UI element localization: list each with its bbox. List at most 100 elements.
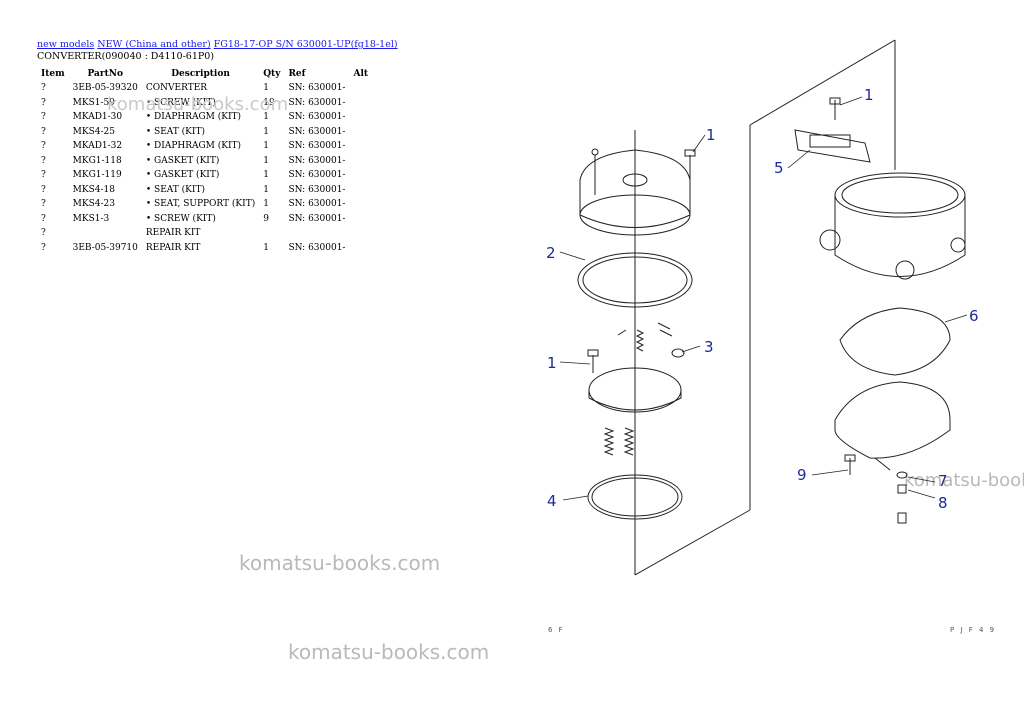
item-cell: ? <box>41 213 46 224</box>
item-cell: ? <box>41 83 46 94</box>
leader-line <box>907 476 936 483</box>
leader-line <box>562 495 589 501</box>
item-cell: ? <box>41 155 46 166</box>
alt-cell <box>349 168 372 183</box>
page-code-left: 6 F <box>548 626 565 634</box>
alt-cell <box>349 212 372 227</box>
item-cell: ? <box>41 126 46 137</box>
callout-label: 7 <box>938 472 948 490</box>
gasket-part <box>587 474 683 520</box>
callout-label: 9 <box>797 466 807 484</box>
partno-cell: MKS4-18 <box>72 184 115 195</box>
table-row: ?REPAIR KIT <box>37 226 372 241</box>
item-cell: ? <box>41 228 46 239</box>
breadcrumb-link-new-china[interactable]: NEW (China and other) <box>97 39 211 50</box>
breadcrumb-link-new-models[interactable]: new models <box>37 39 95 50</box>
callout-label: 1 <box>547 354 557 372</box>
qty-cell <box>259 226 284 241</box>
frame-line <box>634 509 751 576</box>
callout-label: 3 <box>704 338 714 356</box>
partno-cell: MKS1-3 <box>72 213 110 224</box>
col-item-header: Item <box>41 68 65 79</box>
item-cell: ? <box>41 184 46 195</box>
item-cell: ? <box>41 170 46 181</box>
gasket-part <box>794 129 871 163</box>
parts-table: Item PartNo Description Qty Ref Alt ?3EB… <box>37 66 372 255</box>
leader-line <box>944 314 968 323</box>
breadcrumb: new models NEW (China and other) FG18-17… <box>37 39 517 51</box>
description-cell: CONVERTER <box>145 83 208 94</box>
ref-cell: SN: 630001- <box>288 83 346 94</box>
spring-part <box>603 427 635 456</box>
bolt-part <box>587 149 696 373</box>
qty-cell: 19 <box>263 97 275 108</box>
item-cell: ? <box>41 112 46 123</box>
leader-line <box>787 149 811 169</box>
partno-cell: MKS4-25 <box>72 126 115 137</box>
parts-list-panel: new models NEW (China and other) FG18-17… <box>37 39 517 255</box>
table-row: ? MKS1-3 • SCREW (KIT) 9 SN: 630001- <box>37 212 372 227</box>
frame-line <box>749 39 896 126</box>
watermark: komatsu-books.com <box>107 94 289 115</box>
alt-cell <box>349 226 372 241</box>
alt-cell <box>349 183 372 198</box>
page-code-right: P J F 4 9 <box>950 626 997 634</box>
converter-body-part <box>819 172 966 280</box>
qty-cell: 9 <box>263 213 269 224</box>
ref-cell: SN: 630001- <box>288 155 346 166</box>
partno-cell: MKAD1-30 <box>72 112 123 123</box>
ref-cell: SN: 630001- <box>288 97 346 108</box>
leader-line <box>811 469 849 476</box>
partno-cell: MKG1-119 <box>72 170 122 181</box>
item-cell: ? <box>41 199 46 210</box>
item-cell: ? <box>41 97 46 108</box>
watermark: komatsu-books.com <box>288 640 490 664</box>
alt-cell <box>349 96 372 111</box>
callout-label: 1 <box>706 126 716 144</box>
callout-label: 8 <box>938 494 948 512</box>
col-description-header: Description <box>171 68 230 79</box>
qty-cell: 1 <box>263 112 269 123</box>
bolt-part <box>829 97 841 105</box>
callout-label: 4 <box>547 492 557 510</box>
callout-label: 5 <box>774 159 784 177</box>
qty-cell: 1 <box>263 141 269 152</box>
description-cell: • SEAT, SUPPORT (KIT) <box>145 199 256 210</box>
description-cell: • SEAT (KIT) <box>145 126 205 137</box>
description-cell: • SCREW (KIT) <box>145 97 216 108</box>
spring-part <box>617 322 685 358</box>
partno-cell: MKAD1-32 <box>72 141 123 152</box>
description-cell: • SCREW (KIT) <box>145 213 216 224</box>
table-row: ? MKS1-59 • SCREW (KIT) 19 SN: 630001- <box>37 96 372 111</box>
description-cell: • DIAPHRAGM (KIT) <box>145 112 242 123</box>
callout-label: 6 <box>969 307 979 325</box>
leader-line <box>839 96 863 106</box>
alt-cell <box>349 110 372 125</box>
breadcrumb-link-model[interactable]: FG18-17-OP S/N 630001-UP(fg18-1el) <box>213 39 398 50</box>
bolt-part <box>844 454 856 462</box>
ref-cell: SN: 630001- <box>288 112 346 123</box>
partno-cell: 3EB-05-39320 <box>72 83 138 94</box>
qty-cell: 1 <box>263 242 269 253</box>
col-partno-header: PartNo <box>87 68 124 79</box>
ref-cell: SN: 630001- <box>288 213 346 224</box>
diaphragm-part <box>839 307 951 376</box>
ref-cell: SN: 630001- <box>288 126 346 137</box>
partno-cell: MKS1-59 <box>72 97 115 108</box>
partno-cell <box>69 226 142 241</box>
alt-cell <box>349 125 372 140</box>
partno-cell: MKG1-118 <box>72 155 122 166</box>
lower-cover-part <box>834 381 951 471</box>
ref-cell: SN: 630001- <box>288 170 346 181</box>
qty-cell: 1 <box>263 184 269 195</box>
leader-line <box>692 134 706 153</box>
table-row: ? MKAD1-30 • DIAPHRAGM (KIT) 1 SN: 630001- <box>37 110 372 125</box>
fitting-part <box>896 471 908 524</box>
